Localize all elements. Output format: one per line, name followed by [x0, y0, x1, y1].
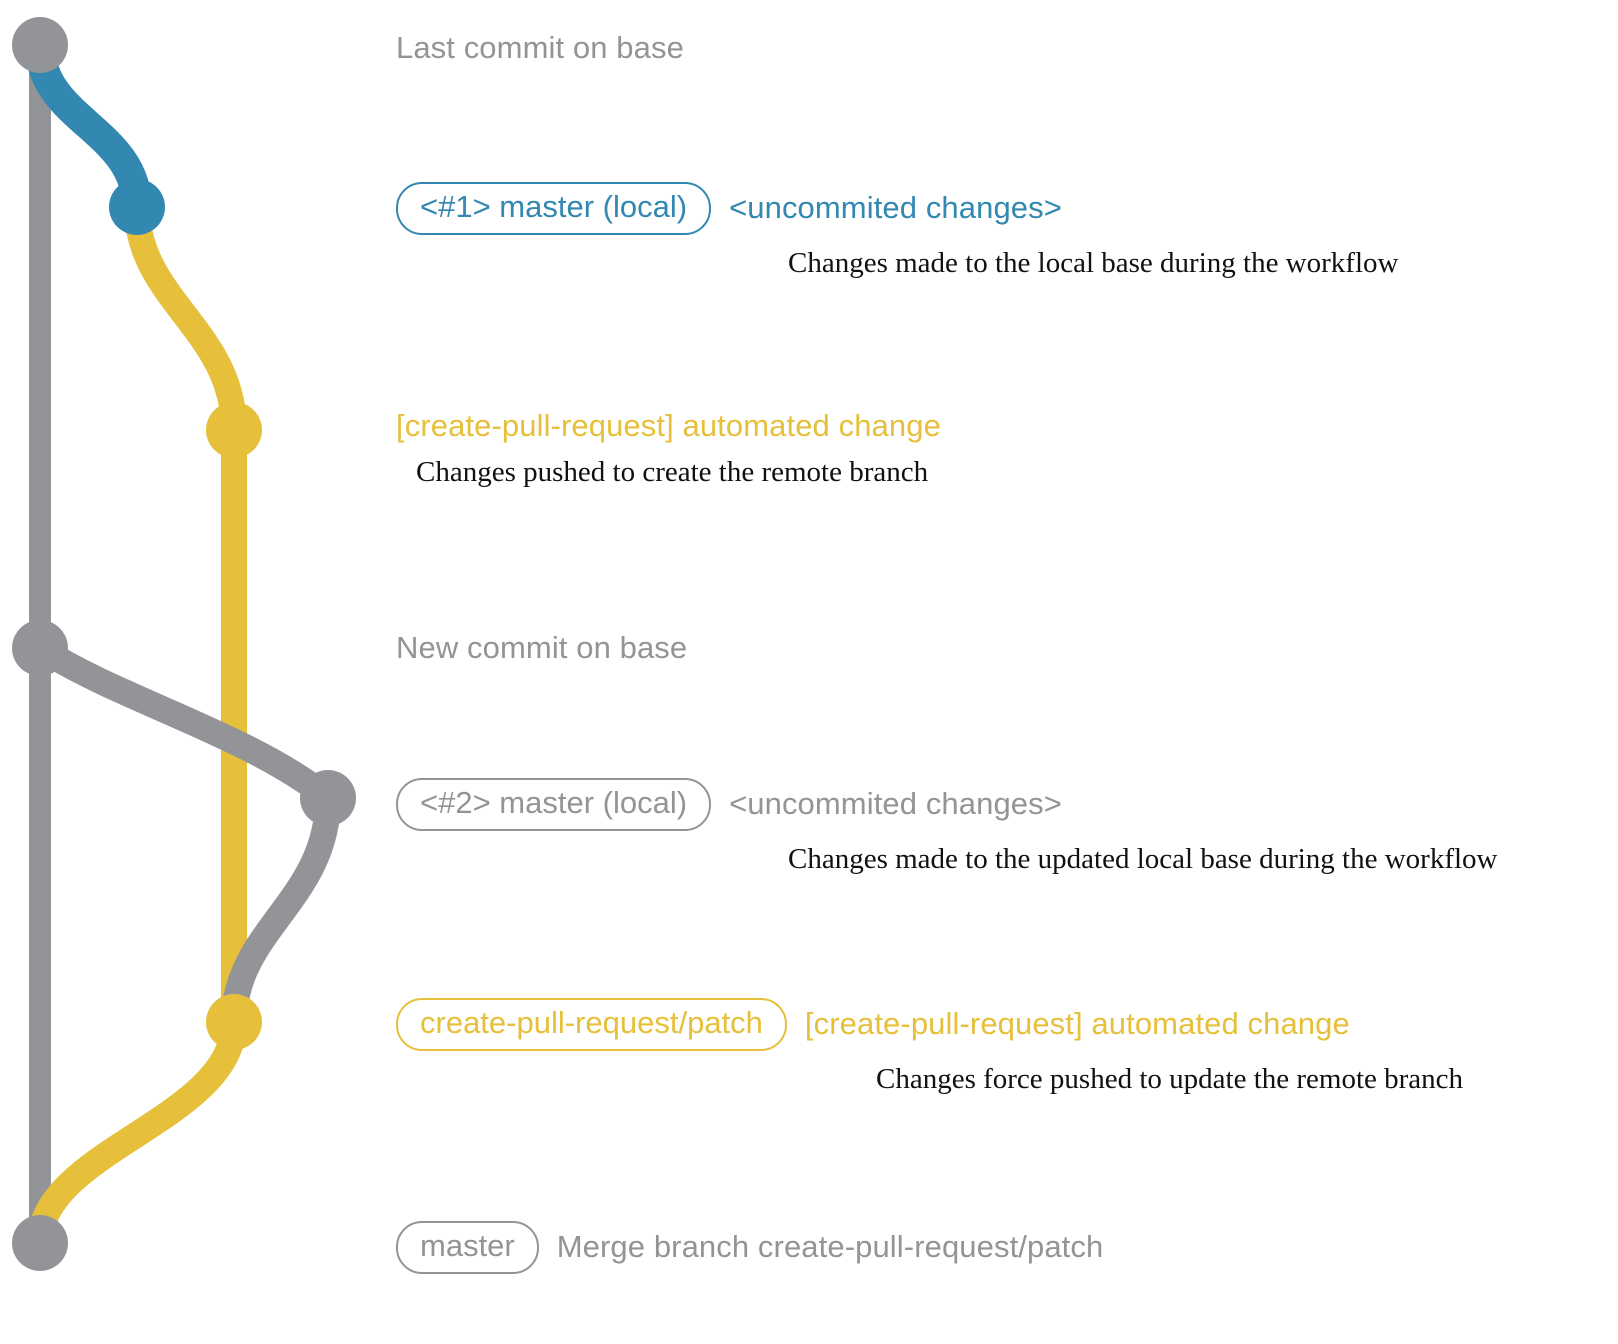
- commit-description-local-1: Changes made to the local base during th…: [788, 246, 1399, 279]
- row-automated-change-2-headline: create-pull-request/patch [create-pull-r…: [396, 998, 1463, 1051]
- branch-badge-master-label: master: [420, 1228, 515, 1263]
- row-automated-change-1-headline: [create-pull-request] automated change: [396, 408, 941, 444]
- commit-title-automated-change-1: [create-pull-request] automated change: [396, 408, 941, 443]
- commit-message-local-1: <uncommited changes>: [729, 190, 1062, 226]
- branch-badge-local-1[interactable]: <#1> master (local): [396, 182, 712, 235]
- commit-title-last-commit-on-base: Last commit on base: [396, 30, 684, 65]
- branch-badge-local-2-label: <#2> master (local): [420, 785, 688, 820]
- commit-description-automated-change-1: Changes pushed to create the remote bran…: [416, 456, 929, 488]
- branch-badge-local-2[interactable]: <#2> master (local): [396, 778, 712, 831]
- commit-message-local-2: <uncommited changes>: [729, 786, 1062, 822]
- row-merge-commit: master Merge branch create-pull-request/…: [396, 1221, 1103, 1274]
- commit-message-merge: Merge branch create-pull-request/patch: [556, 1229, 1104, 1265]
- local2-to-patch2-line: [221, 785, 341, 1035]
- row-new-commit-on-base: New commit on base: [396, 630, 687, 666]
- patch-merge-line: [27, 1009, 247, 1256]
- local2-branch-line: [27, 635, 341, 811]
- commit-node-patch-1[interactable]: [206, 402, 262, 458]
- branch-badge-patch[interactable]: create-pull-request/patch: [396, 998, 787, 1051]
- commit-description-local-2: Changes made to the updated local base d…: [788, 842, 1498, 875]
- branch-badge-local-1-label: <#1> master (local): [420, 189, 688, 224]
- commit-description-automated-change-2: Changes force pushed to update the remot…: [876, 1062, 1464, 1095]
- row-local-commit-1-headline: <#1> master (local) <uncommited changes>: [396, 182, 1398, 235]
- commit-message-automated-change-2: [create-pull-request] automated change: [804, 1006, 1350, 1042]
- branch-badge-patch-label: create-pull-request/patch: [420, 1005, 763, 1040]
- commit-node-base-new[interactable]: [12, 620, 68, 676]
- commit-node-base-last[interactable]: [12, 17, 68, 73]
- row-local-commit-2-headline: <#2> master (local) <uncommited changes>: [396, 778, 1498, 831]
- commit-title-new-commit-on-base: New commit on base: [396, 630, 688, 665]
- branch-badge-master[interactable]: master: [396, 1221, 539, 1274]
- row-local-commit-1: <#1> master (local) <uncommited changes>…: [396, 182, 1398, 280]
- commit-node-local-1[interactable]: [109, 179, 165, 235]
- commit-node-patch-2[interactable]: [206, 994, 262, 1050]
- row-automated-change-1: [create-pull-request] automated change C…: [396, 408, 941, 489]
- row-last-commit-on-base: Last commit on base: [396, 30, 684, 66]
- commit-node-master-merge[interactable]: [12, 1215, 68, 1271]
- commit-node-local-2[interactable]: [300, 770, 356, 826]
- row-local-commit-2: <#2> master (local) <uncommited changes>…: [396, 778, 1498, 876]
- row-automated-change-2: create-pull-request/patch [create-pull-r…: [396, 998, 1463, 1096]
